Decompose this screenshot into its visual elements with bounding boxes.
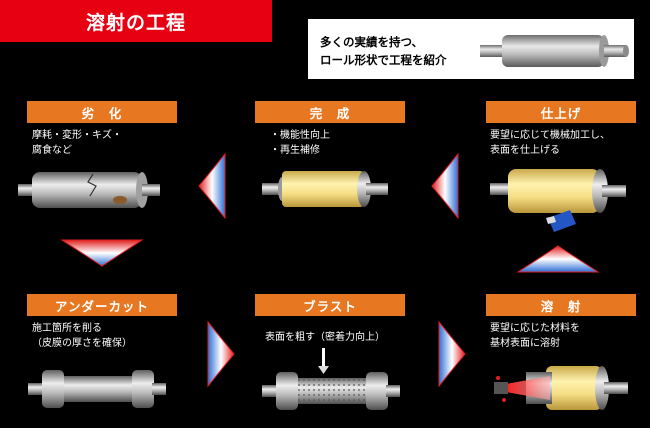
undercut-roll-icon <box>28 370 166 408</box>
intro-line-2: ロール形状で工程を紹介 <box>320 53 447 67</box>
roll-icon <box>480 35 629 67</box>
machining-roll-icon <box>490 169 626 232</box>
title-banner: 溶射の工程 <box>0 0 272 42</box>
stage-desc-deterioration: 摩耗・変形・キズ・腐食など <box>32 130 122 156</box>
arrow-spraying-to-finishing <box>516 245 600 273</box>
finished-roll-icon <box>262 171 388 207</box>
page-title: 溶射の工程 <box>85 11 186 34</box>
stage-header-deterioration: 劣 化 <box>27 101 177 123</box>
stage-desc-complete: ・機能性向上・再生補修 <box>270 130 330 156</box>
arrow-complete-to-deterioration <box>198 152 226 220</box>
stage-header-complete: 完 成 <box>255 101 405 123</box>
stage-desc-undercut: 施工箇所を削る（皮膜の厚さを確保） <box>32 323 132 349</box>
intro-box: 多くの実績を持つ、 ロール形状で工程を紹介 <box>306 17 636 81</box>
stage-header-undercut: アンダーカット <box>27 294 177 316</box>
worn-roll-icon <box>18 172 160 208</box>
arrow-deterioration-to-undercut <box>60 239 144 267</box>
intro-text: 多くの実績を持つ、 ロール形状で工程を紹介 <box>320 33 447 69</box>
arrow-undercut-to-blast <box>207 320 235 388</box>
stage-header-blast: ブラスト <box>255 294 405 316</box>
stage-desc-blast: 表面を粗す（密着力向上） <box>265 332 385 343</box>
stage-header-spraying: 溶 射 <box>486 294 636 316</box>
stage-header-finishing: 仕上げ <box>486 101 636 123</box>
arrow-finishing-to-complete <box>431 152 459 220</box>
spraying-roll-icon <box>494 366 628 410</box>
arrow-blast-to-spraying <box>438 320 466 388</box>
blasted-roll-icon <box>262 348 400 410</box>
stage-desc-finishing: 要望に応じて機械加工し、表面を仕上げる <box>490 130 610 156</box>
intro-line-1: 多くの実績を持つ、 <box>320 35 424 49</box>
stage-desc-spraying: 要望に応じた材料を基材表面に溶射 <box>490 323 580 349</box>
